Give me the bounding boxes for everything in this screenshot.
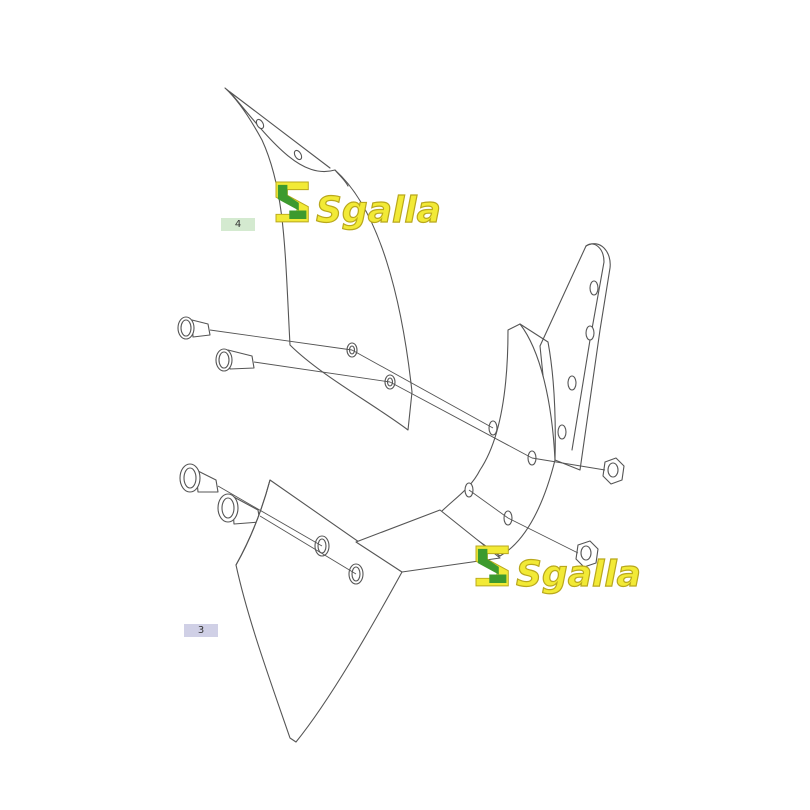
plough-shank	[355, 243, 611, 573]
sgalla-watermark-lower-text: Sgalla	[516, 554, 641, 595]
upper-blade-part-4	[224, 87, 413, 431]
lower-blade-part-3	[235, 479, 403, 743]
upper-nut	[602, 457, 625, 485]
lower-nut	[575, 540, 599, 568]
sgalla-watermark-upper-text: Sgalla	[316, 190, 441, 231]
lower-bolt-2	[217, 493, 261, 525]
upper-bolt-1	[177, 316, 211, 340]
part-3-callout: 3	[184, 624, 218, 637]
part-4-callout: 4	[221, 218, 255, 231]
lower-bolt-1	[179, 463, 219, 493]
sgalla-watermark-upper: Sgalla	[275, 181, 442, 232]
assembly-axis-lines	[209, 329, 606, 575]
sgalla-watermark-lower: Sgalla	[475, 545, 642, 596]
upper-bolt-2	[215, 348, 255, 372]
